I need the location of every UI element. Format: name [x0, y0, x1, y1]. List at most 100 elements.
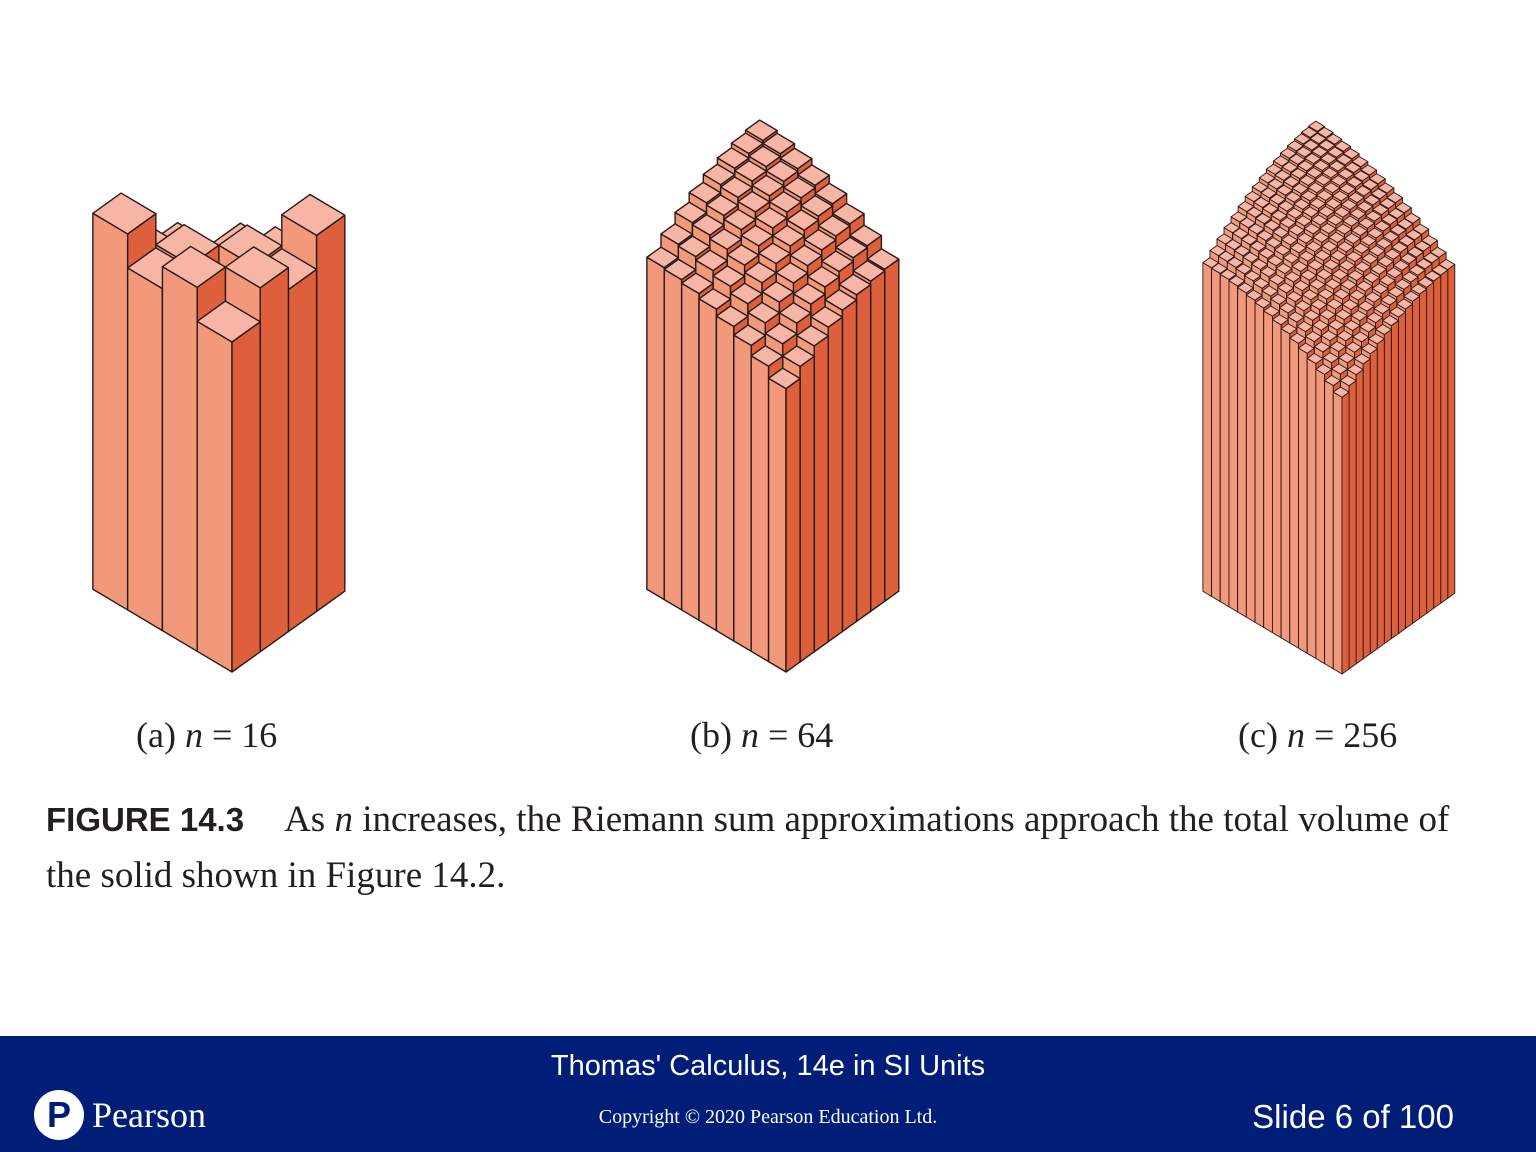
bar-top-face: [1323, 182, 1341, 194]
bar-top-face: [733, 324, 767, 347]
bar-top-face: [1230, 211, 1248, 223]
bar-top-face: [1339, 183, 1356, 195]
bar-top-face: [1345, 341, 1362, 353]
bar-top-face: [1316, 126, 1334, 139]
bar-top-face: [1253, 196, 1271, 208]
bar-top-face: [1269, 193, 1286, 205]
bar-top-face: [1414, 240, 1431, 252]
riemann-solid-n16: [92, 192, 346, 673]
bar-top-face: [698, 288, 732, 310]
bar-top-face: [1308, 120, 1325, 132]
bar-top-face: [1228, 275, 1246, 287]
bar-top-face: [702, 163, 736, 186]
subcaption-equals: =: [1313, 715, 1335, 755]
bar-top-face: [1248, 223, 1265, 235]
bar-left-face: [126, 267, 164, 632]
bar-top-face: [224, 246, 290, 289]
copyright-notice: Copyright © 2020 Pearson Education Ltd.: [598, 1106, 938, 1128]
bar-top-face: [1311, 146, 1329, 158]
bar-right-face: [884, 258, 900, 602]
bar-top-face: [1316, 189, 1334, 201]
bar-top-face: [1344, 232, 1361, 245]
bar-top-face: [1211, 262, 1228, 274]
bar-top-face: [688, 181, 722, 204]
bar-top-face: [796, 324, 829, 347]
bar-top-face: [1373, 303, 1391, 315]
bar-top-face: [1251, 181, 1269, 193]
bar-top-face: [1354, 353, 1371, 365]
bar-top-face: [1328, 231, 1346, 243]
bar-top-face: [747, 301, 781, 324]
bar-top-face: [1336, 330, 1354, 342]
bar-top-face: [1366, 312, 1384, 324]
bar-top-face: [1320, 152, 1337, 165]
bar-top-face: [691, 213, 725, 236]
bar-top-face: [1424, 270, 1442, 282]
bar-top-face: [1288, 153, 1306, 165]
bar-right-face: [287, 268, 318, 633]
bar-top-face: [1300, 190, 1318, 202]
bar-top-face: [772, 224, 806, 247]
bar-top-face: [1281, 234, 1298, 246]
bar-top-face: [1382, 230, 1400, 242]
bar-top-face: [1314, 249, 1331, 261]
bar-top-face: [1375, 237, 1393, 249]
bar-left-face: [1306, 357, 1317, 659]
bar-right-face: [231, 321, 261, 673]
bar-top-face: [1246, 206, 1264, 218]
bar-left-face: [733, 334, 752, 653]
bar-top-face: [1378, 274, 1396, 286]
bar-top-face: [778, 302, 812, 324]
bar-top-face: [1267, 178, 1285, 190]
subcaption-value: 16: [241, 715, 278, 755]
bar-top-face: [1415, 258, 1433, 270]
bar-top-face: [1261, 285, 1279, 297]
bar-top-face: [1306, 352, 1324, 365]
subcaption-variable: n: [740, 715, 759, 755]
bar-top-face: [831, 202, 865, 225]
bar-top-face: [792, 283, 826, 305]
bar-top-face: [1327, 146, 1344, 158]
bar-top-face: [1276, 184, 1293, 196]
bar-top-face: [1237, 282, 1254, 294]
bar-left-face: [1219, 273, 1230, 608]
bar-top-face: [1312, 319, 1329, 331]
bar-top-face: [709, 228, 743, 251]
bar-top-face: [1287, 140, 1304, 152]
bar-top-face: [1325, 197, 1342, 210]
bar-top-face: [1361, 343, 1378, 355]
bar-top-face: [1315, 268, 1333, 280]
bar-top-face: [1279, 216, 1297, 229]
bar-top-face: [1254, 297, 1272, 309]
bar-right-face: [1362, 358, 1371, 660]
bar-right-face: [1433, 275, 1442, 609]
bar-top-face: [1274, 244, 1291, 256]
caption-text-before: As: [284, 799, 326, 840]
bar-top-face: [1393, 259, 1410, 271]
bar-top-face: [1321, 167, 1339, 179]
bar-top-face: [1337, 241, 1354, 253]
bar-left-face: [1271, 319, 1282, 639]
bar-top-face: [1389, 224, 1407, 236]
bar-right-face: [1404, 303, 1413, 629]
bar-top-face: [789, 244, 823, 267]
bar-top-face: [1407, 246, 1424, 258]
bar-top-face: [1364, 291, 1382, 303]
bar-top-face: [1302, 139, 1320, 151]
bar-top-face: [705, 194, 739, 217]
bar-top-face: [1330, 249, 1347, 262]
bar-top-face: [1296, 232, 1314, 244]
bar-top-face: [1289, 332, 1307, 344]
subcaption-c: (c) n = 256: [1238, 714, 1397, 756]
bar-top-face: [1382, 314, 1399, 327]
bar-top-face: [866, 248, 900, 270]
bar-left-face: [715, 315, 735, 642]
bar-top-face: [754, 206, 788, 229]
bar-top-face: [1258, 247, 1276, 259]
bar-top-face: [1297, 160, 1315, 172]
bar-right-face: [1397, 311, 1406, 635]
bar-left-face: [750, 355, 770, 663]
pearson-p-icon: P: [34, 1090, 84, 1140]
bar-right-face: [827, 316, 844, 643]
